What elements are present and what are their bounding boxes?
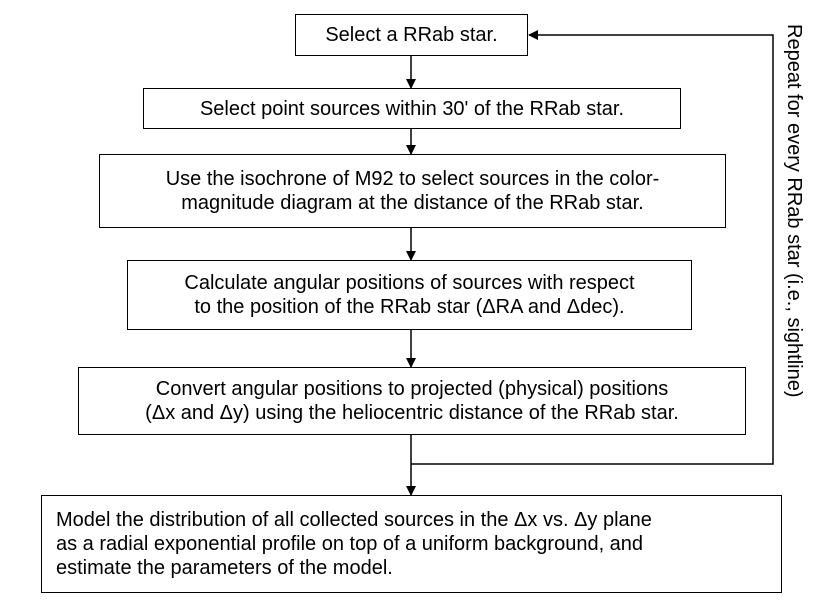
step-1-text: Select a RRab star. [325,24,498,46]
step-model-distribution: Model the distribution of all collected … [41,495,782,593]
step-select-rrab-star: Select a RRab star. [295,14,528,56]
step-4-line-2: to the position of the RRab star (ΔRA an… [194,296,625,318]
loop-label-text: Repeat for every RRab star (i.e., sightl… [783,24,805,398]
step-select-point-sources: Select point sources within 30' of the R… [143,88,681,129]
step-4-line-1: Calculate angular positions of sources w… [184,272,635,294]
step-5-line-1: Convert angular positions to projected (… [155,378,669,400]
step-3-line-1: Use the isochrone of M92 to select sourc… [165,168,660,190]
step-6-line-3: estimate the parameters of the model. [56,557,393,579]
step-3-line-2: magnitude diagram at the distance of the… [181,192,644,214]
step-isochrone-selection: Use the isochrone of M92 to select sourc… [99,154,726,228]
loop-back-arrow [411,30,774,465]
step-6-line-1: Model the distribution of all collected … [56,509,652,531]
step-6-line-2: as a radial exponential profile on top o… [56,533,644,555]
step-5-line-2: (Δx and Δy) using the heliocentric dista… [145,402,679,424]
step-2-text: Select point sources within 30' of the R… [199,97,625,120]
